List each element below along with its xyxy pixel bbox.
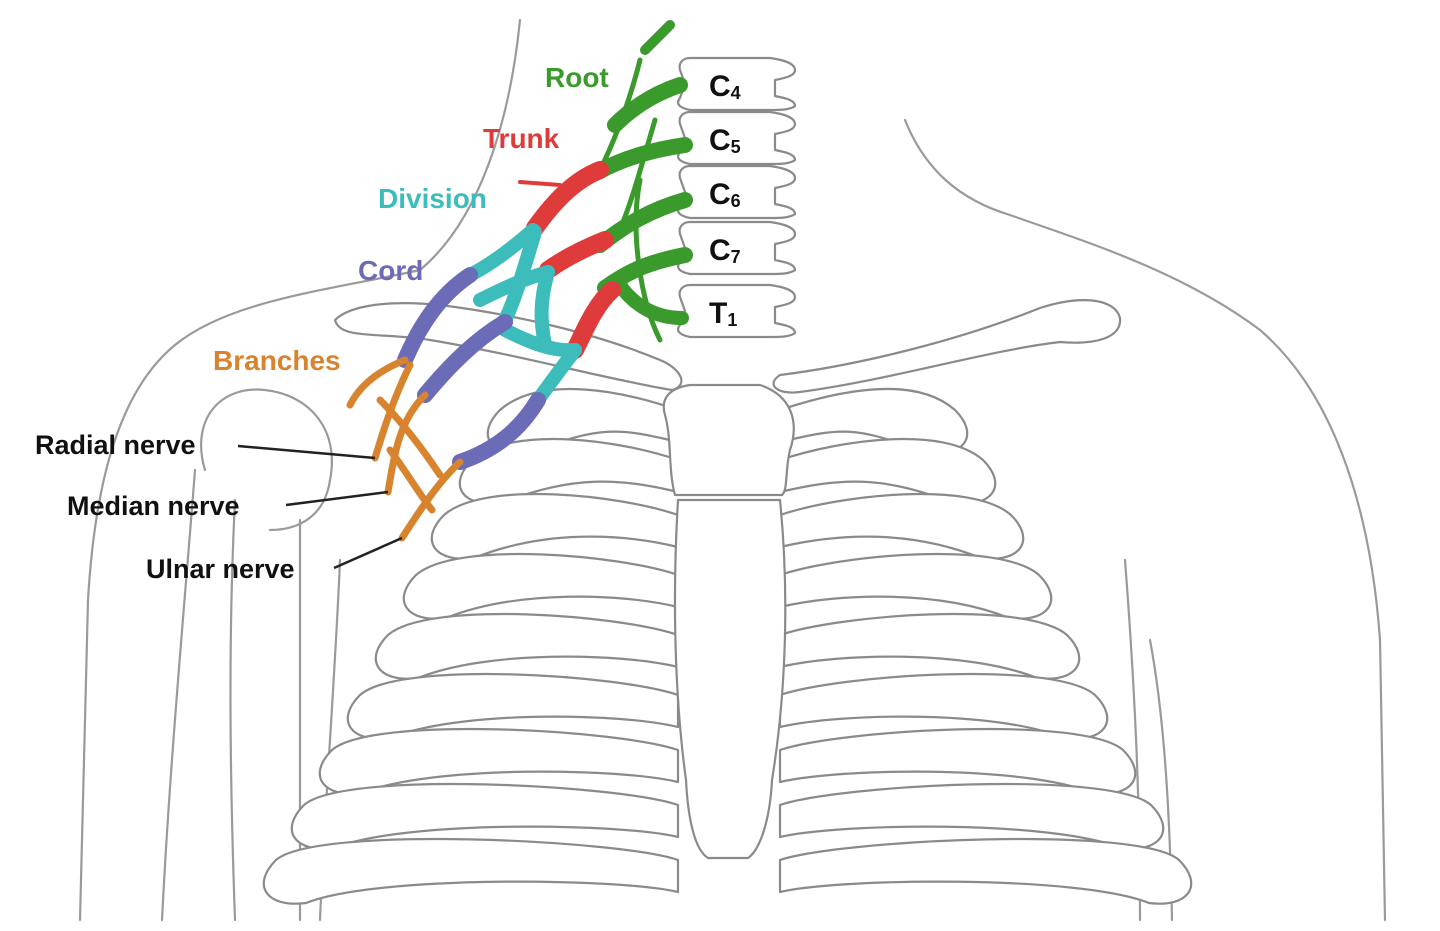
rib-right-7 xyxy=(778,727,1137,795)
branch-4 xyxy=(398,458,464,542)
rib-left-7 xyxy=(318,727,680,795)
rib-left-3 xyxy=(430,492,680,560)
cord-posterior xyxy=(417,314,513,403)
label-radial-nerve: Radial nerve xyxy=(35,430,196,460)
vertebra-c7: C7 xyxy=(676,220,797,276)
vertebra-number: 6 xyxy=(731,191,741,211)
vertebra-label: C6 xyxy=(709,178,741,211)
division-4 xyxy=(534,265,555,352)
vertebra-letter: T xyxy=(709,297,727,330)
rib-cage xyxy=(262,387,1193,905)
vertebra-label: T1 xyxy=(709,297,737,330)
root-branch-2 xyxy=(612,117,658,243)
vertebra-letter: C xyxy=(709,234,731,267)
vertebra-label: C5 xyxy=(709,124,741,157)
trunk-branch xyxy=(518,180,562,187)
vertebra-number: 7 xyxy=(731,247,741,267)
vertebra-c6: C6 xyxy=(676,164,797,220)
sternal-body xyxy=(673,498,787,860)
rib-left-4 xyxy=(402,552,680,620)
left-arm-line-2 xyxy=(229,498,237,922)
vertebra-body xyxy=(676,110,797,166)
rib-left-6 xyxy=(346,672,680,740)
median-nerve-leader xyxy=(285,490,389,507)
vertebra-c4: C4 xyxy=(676,56,797,112)
vertebra-c5: C5 xyxy=(676,110,797,166)
rib-right-6 xyxy=(778,672,1109,740)
trunk-middle xyxy=(539,231,614,279)
vertebra-number: 1 xyxy=(727,310,737,330)
plexus-nerves xyxy=(346,20,693,542)
rib-left-9 xyxy=(262,837,680,905)
cord-medial xyxy=(452,392,546,470)
vertebra-letter: C xyxy=(709,70,731,103)
rib-left-8 xyxy=(290,782,680,850)
rib-left-5 xyxy=(374,612,680,680)
rib-right-3 xyxy=(778,492,1025,560)
radial-nerve-leader xyxy=(237,444,376,460)
vertebra-letter: C xyxy=(709,124,731,157)
vertebra-label: C4 xyxy=(709,70,741,103)
rib-right-8 xyxy=(778,782,1165,850)
root-c4-up xyxy=(640,20,675,55)
ulnar-nerve-leader xyxy=(333,536,403,570)
vertebra-t1: T1 xyxy=(676,283,797,339)
label-division: Division xyxy=(378,183,487,214)
vertebra-number: 5 xyxy=(731,137,741,157)
label-median-nerve: Median nerve xyxy=(67,491,240,521)
rib-right-9 xyxy=(778,837,1193,905)
division-6 xyxy=(498,323,582,358)
root-t1 xyxy=(613,278,689,325)
sternum xyxy=(662,383,795,860)
leader-lines xyxy=(237,444,403,570)
divisions-cyan xyxy=(463,223,582,407)
root-branch-1 xyxy=(597,57,643,173)
labels: Root Trunk Division Cord Branches Radial… xyxy=(35,62,609,584)
cord-lateral xyxy=(397,267,478,368)
rib-right-1 xyxy=(778,387,969,455)
vertebra-body xyxy=(676,283,797,339)
manubrium xyxy=(662,383,795,497)
branch-1 xyxy=(346,356,409,409)
vertebra-label: C7 xyxy=(709,234,741,267)
trunk-upper xyxy=(526,161,609,237)
label-branches: Branches xyxy=(213,345,341,376)
rib-left-2 xyxy=(458,437,680,505)
branch-3 xyxy=(384,391,429,496)
label-ulnar-nerve: Ulnar nerve xyxy=(146,554,295,584)
left-arm-line-1 xyxy=(160,468,197,922)
label-root: Root xyxy=(545,62,609,93)
rib-right-2 xyxy=(778,437,997,505)
vertebra-body xyxy=(676,164,797,220)
vertebra-body xyxy=(676,220,797,276)
humeral-head xyxy=(200,388,333,532)
branch-6 xyxy=(386,446,436,514)
cords-purple xyxy=(397,267,546,470)
right-clavicle xyxy=(772,299,1122,394)
root-branch-3 xyxy=(633,177,663,343)
rib-right-4 xyxy=(778,552,1053,620)
neck-left-contour xyxy=(418,18,522,272)
neck-right-contour xyxy=(903,118,1387,922)
branches-orange xyxy=(346,356,464,542)
branch-5 xyxy=(376,396,444,479)
vertebra-letter: C xyxy=(709,178,731,211)
vertebra-number: 4 xyxy=(731,83,741,103)
label-cord: Cord xyxy=(358,255,423,286)
label-trunk: Trunk xyxy=(483,123,560,154)
left-shoulder-contour xyxy=(78,268,422,922)
rib-right-5 xyxy=(778,612,1081,680)
